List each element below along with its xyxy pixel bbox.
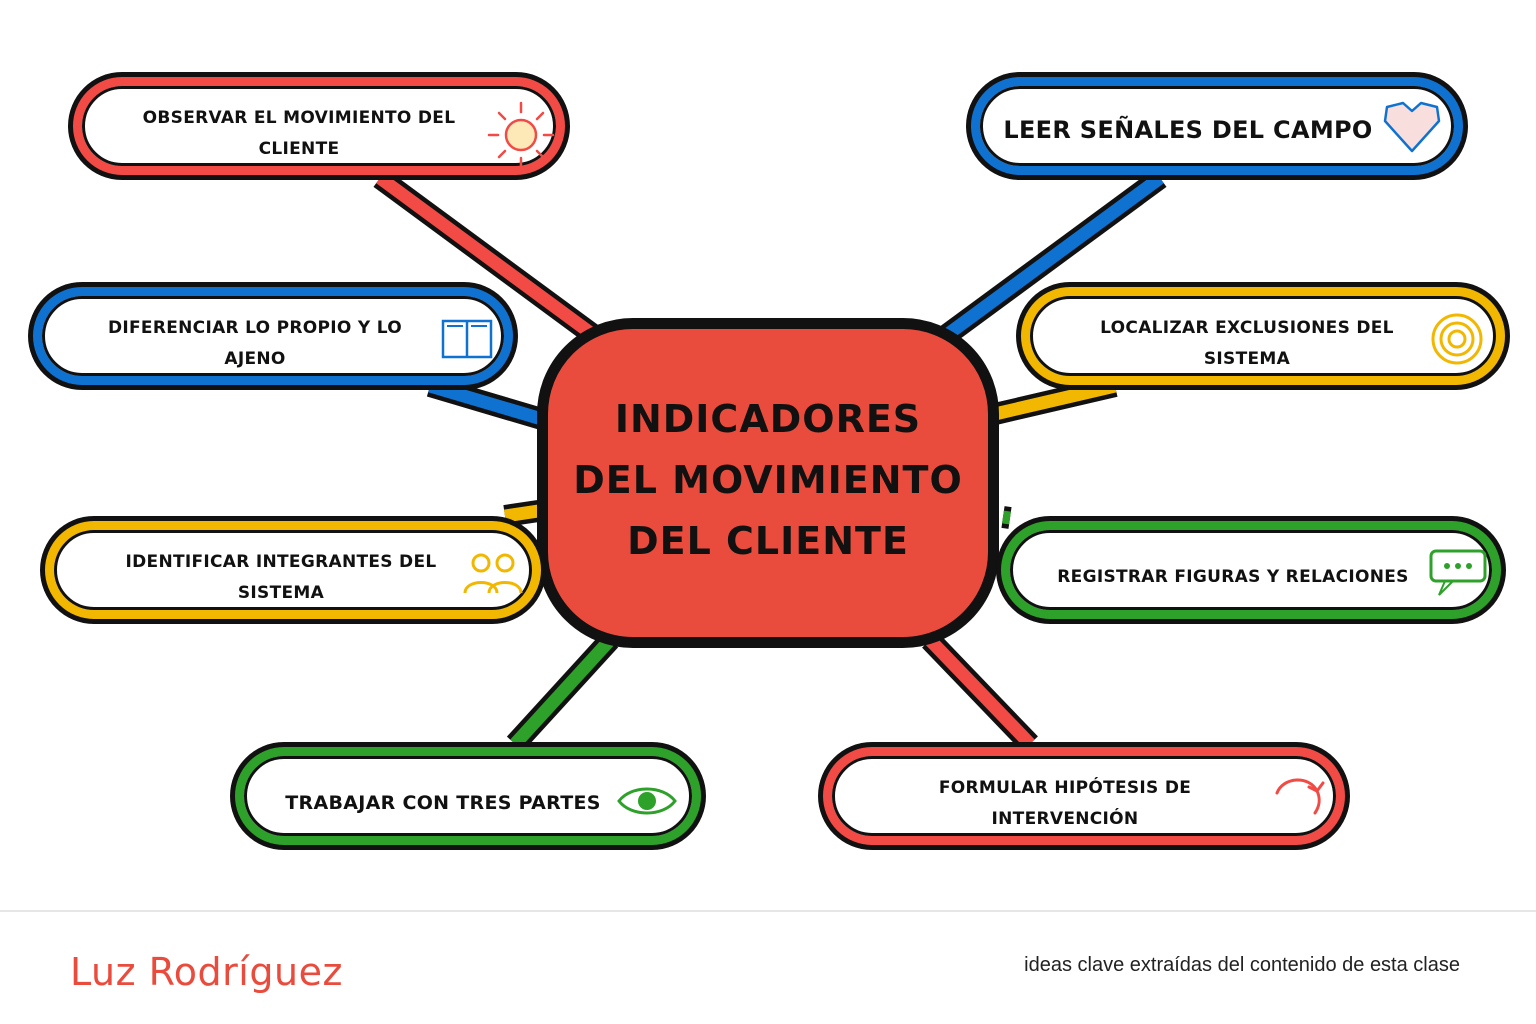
connector-trabajar [510, 635, 615, 749]
node-trabajar[interactable]: TRABAJAR CON TRES PARTES [230, 742, 706, 850]
footer-divider [0, 910, 1536, 912]
author-name: Luz Rodríguez [70, 950, 343, 994]
node-leer[interactable]: LEER SEÑALES DEL CAMPO [966, 72, 1468, 180]
book-icon [441, 319, 493, 359]
connector-lines [373, 169, 1167, 752]
node-label: IDENTIFICAR INTEGRANTES DEL SISTEMA [125, 552, 437, 603]
connector-formular [925, 635, 1035, 749]
connector-registrar [1002, 510, 1011, 525]
footer-subtitle: ideas clave extraídas del contenido de e… [1024, 954, 1460, 976]
connector-leer [936, 172, 1164, 346]
node-label: LOCALIZAR EXCLUSIONES DEL SISTEMA [1100, 318, 1394, 369]
central-topic-title: INDICADORES DEL MOVIMIENTO DEL CLIENTE [573, 396, 963, 563]
node-label: LEER SEÑALES DEL CAMPO [1003, 116, 1373, 144]
node-identificar[interactable]: IDENTIFICAR INTEGRANTES DEL SISTEMA [40, 516, 546, 624]
node-label: TRABAJAR CON TRES PARTES [285, 792, 601, 814]
node-localizar[interactable]: LOCALIZAR EXCLUSIONES DEL SISTEMA [1016, 282, 1510, 390]
people-icon [463, 553, 523, 594]
refresh-arrow-icon [1275, 778, 1325, 815]
connector-diferenciar [428, 379, 547, 427]
node-label: FORMULAR HIPÓTESIS DE INTERVENCIÓN [938, 778, 1192, 829]
node-label: REGISTRAR FIGURAS Y RELACIONES [1057, 567, 1409, 587]
mind-map: INDICADORES DEL MOVIMIENTO DEL CLIENTE O… [28, 72, 1510, 850]
node-diferenciar[interactable]: DIFERENCIAR LO PROPIO Y LO AJENO [28, 282, 518, 390]
node-label: DIFERENCIAR LO PROPIO Y LO AJENO [107, 318, 403, 369]
chat-bubble-icon [1429, 549, 1487, 596]
target-icon [1431, 313, 1483, 365]
connector-observar [376, 172, 604, 346]
node-registrar[interactable]: REGISTRAR FIGURAS Y RELACIONES [996, 516, 1506, 624]
node-label: OBSERVAR EL MOVIMIENTO DEL CLIENTE [142, 108, 456, 159]
node-formular[interactable]: FORMULAR HIPÓTESIS DE INTERVENCIÓN [818, 742, 1350, 850]
central-topic: INDICADORES DEL MOVIMIENTO DEL CLIENTE [537, 318, 999, 648]
node-observar[interactable]: OBSERVAR EL MOVIMIENTO DEL CLIENTE [68, 72, 570, 180]
heart-icon [1383, 101, 1441, 153]
sun-icon [487, 101, 555, 169]
connector-localizar [993, 379, 1117, 421]
eye-icon [617, 787, 677, 815]
